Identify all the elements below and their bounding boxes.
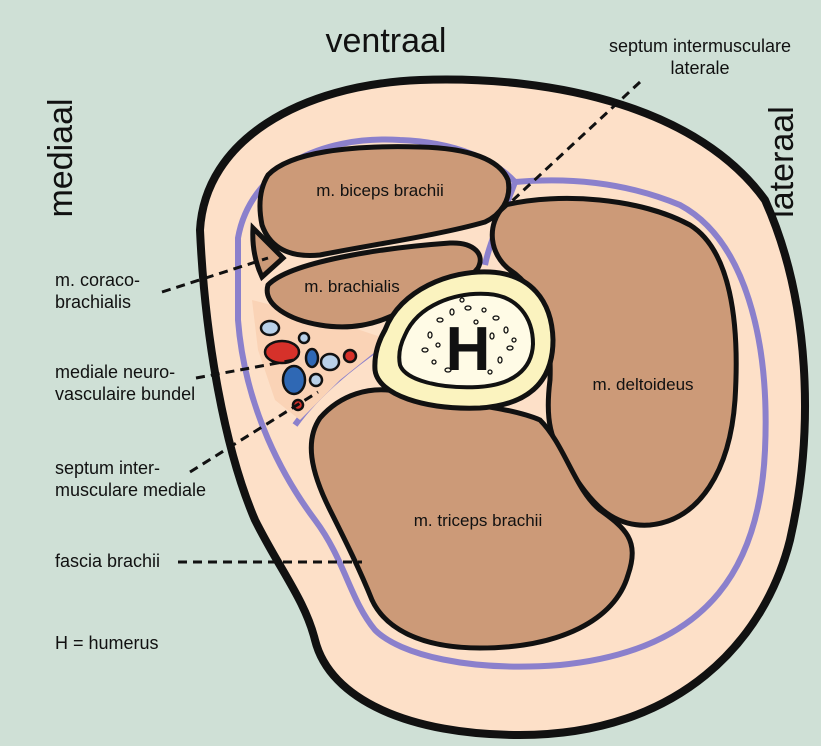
label-ventral: ventraal [326, 22, 447, 60]
nerve-4 [308, 372, 324, 388]
label-lateral: lateraal [763, 106, 801, 218]
trabecular-bone-pattern [421, 297, 517, 375]
biceps-muscle [257, 144, 512, 259]
leader-septum-mediale [189, 390, 319, 474]
label-septum-laterale-2: laterale [670, 58, 729, 78]
label-fascia-brachii: fascia brachii [55, 551, 160, 571]
label-septum-mediale-2: musculare mediale [55, 480, 206, 500]
label-septum-mediale-1: septum inter- [55, 458, 160, 478]
leader-septum-laterale [496, 80, 642, 216]
artery-2 [342, 348, 358, 364]
coracobrachialis-muscle [250, 222, 287, 282]
vein-2 [304, 347, 320, 369]
label-septum-laterale-1: septum intermusculare [609, 36, 791, 56]
leader-neurovascular [195, 358, 295, 380]
label-medial: mediaal [42, 98, 80, 217]
nerve-3 [319, 352, 341, 372]
leader-coracobrachialis [161, 256, 269, 294]
humerus-letter: H [446, 315, 491, 384]
label-coracobrachialis-2: brachialis [55, 292, 131, 312]
nerve-1 [259, 319, 281, 337]
artery-brachialis [263, 339, 301, 365]
vein-1 [281, 364, 307, 396]
label-neurovascular-2: vasculaire bundel [55, 384, 195, 404]
nerve-2 [297, 331, 311, 345]
label-triceps: m. triceps brachii [414, 511, 542, 530]
label-deltoideus: m. deltoideus [592, 375, 693, 394]
legend-humerus: H = humerus [55, 633, 159, 653]
label-coracobrachialis-1: m. coraco- [55, 270, 140, 290]
label-brachialis: m. brachialis [304, 277, 399, 296]
label-neurovascular-1: mediale neuro- [55, 362, 175, 382]
label-biceps: m. biceps brachii [316, 181, 444, 200]
